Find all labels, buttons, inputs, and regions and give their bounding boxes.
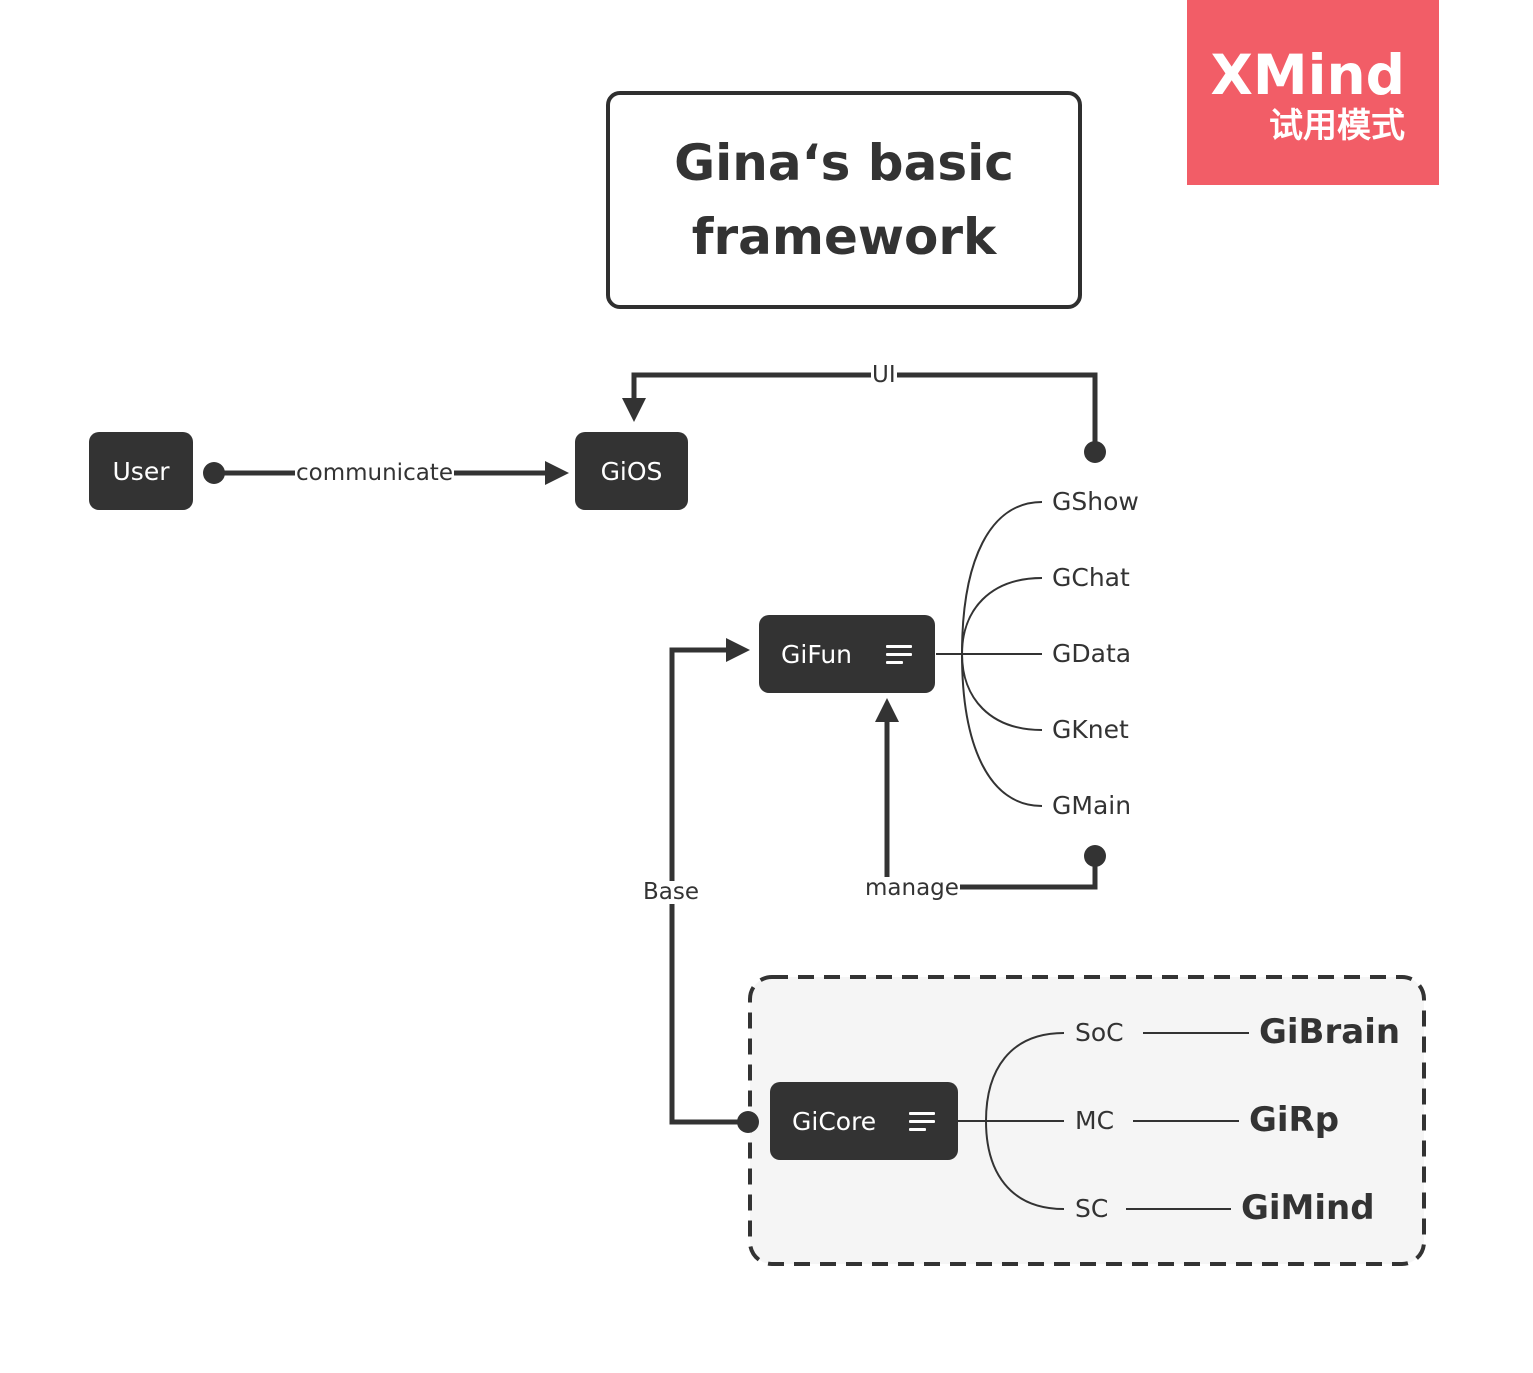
leaf-girp[interactable]: GiRp (1249, 1100, 1340, 1140)
topic-gios[interactable]: GiOS (575, 432, 688, 510)
relationship-arrowhead (622, 398, 646, 422)
watermark-brand: XMind (1210, 43, 1405, 107)
xmind-trial-watermark: XMind 试用模式 (1187, 0, 1439, 185)
subtopic-gdata[interactable]: GData (1052, 639, 1132, 668)
relationship-label-manage[interactable]: manage (864, 875, 960, 901)
title-line-2: framework (691, 208, 997, 266)
notes-icon[interactable] (886, 644, 912, 664)
title-line-1: Gina‘s basic (674, 134, 1014, 192)
relationship-arrowhead (726, 638, 750, 662)
relationship-arrowhead (875, 698, 899, 722)
subtopic-gshow[interactable]: GShow (1052, 487, 1139, 516)
relationship-manage[interactable] (875, 698, 1106, 890)
watermark-mode: 试用模式 (1269, 106, 1405, 146)
subtopic-gchat[interactable]: GChat (1052, 563, 1130, 592)
relationship-label-ui[interactable]: UI (871, 362, 897, 388)
subtopic-sc[interactable]: SC (1075, 1194, 1109, 1223)
topic-user[interactable]: User (89, 432, 193, 510)
topic-gifun-label: GiFun (781, 639, 853, 669)
leaf-gimind[interactable]: GiMind (1241, 1188, 1375, 1228)
leaf-gibrain[interactable]: GiBrain (1259, 1012, 1401, 1052)
gicore-branches (958, 1032, 1249, 1210)
relationship-label-communicate[interactable]: communicate (295, 460, 454, 486)
gifun-branches (936, 501, 1043, 807)
relationship-arrowhead (545, 461, 569, 485)
notes-icon[interactable] (909, 1111, 935, 1131)
topic-gicore[interactable]: GiCore (770, 1082, 958, 1160)
subtopic-mc[interactable]: MC (1075, 1106, 1115, 1135)
topic-gifun[interactable]: GiFun (759, 615, 935, 693)
subtopic-gknet[interactable]: GKnet (1052, 715, 1129, 744)
relationship-ui[interactable] (622, 372, 1106, 463)
subtopic-soc[interactable]: SoC (1075, 1018, 1124, 1047)
central-topic[interactable]: Gina‘s basic framework (606, 91, 1082, 309)
central-topic-title: Gina‘s basic framework (654, 126, 1034, 274)
subtopic-gmain[interactable]: GMain (1052, 791, 1132, 820)
topic-gicore-label: GiCore (792, 1106, 877, 1136)
relationship-label-base[interactable]: Base (642, 879, 701, 905)
